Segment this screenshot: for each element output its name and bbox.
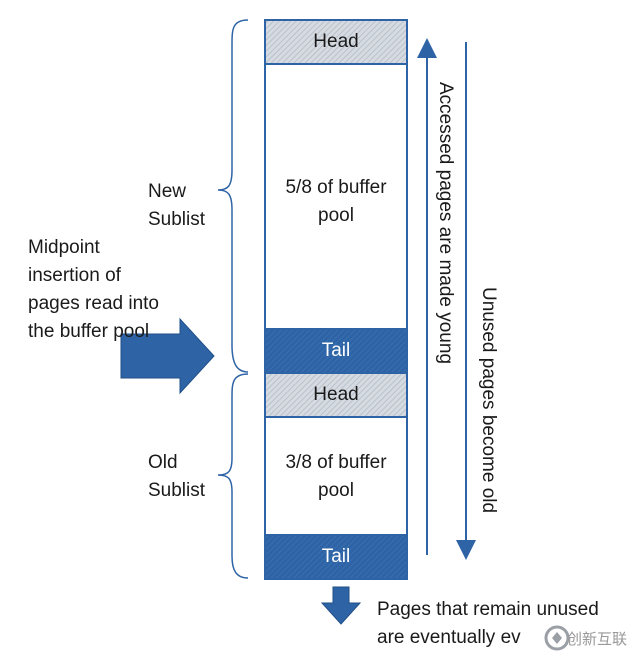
old-sublist-label: Old Sublist [148,452,206,501]
new-tail-label: Tail [321,340,351,361]
watermark-text: 创新互联 [567,631,628,648]
new-head-label: Head [313,31,359,52]
evicted-label-line2: are eventually ev [377,627,521,648]
old-tail-box [264,534,408,580]
old-sublist-brace [217,373,249,579]
accessed-pages-label: Accessed pages are made young [435,82,456,365]
old-head-label: Head [313,384,359,405]
unused-pages-label: Unused pages become old [478,287,499,514]
new-body-label: 5/8 of buffer pool [285,177,387,226]
brand-logo-icon [543,618,633,658]
new-head-box [264,19,408,65]
midpoint-insertion-arrow [120,317,215,395]
eviction-arrow [320,586,362,625]
old-head-box [264,372,408,418]
midpoint-label: Midpoint insertion of pages read into th… [28,237,159,342]
old-tail-label: Tail [321,546,351,567]
new-sublist-label: New Sublist [148,181,206,230]
evicted-label-line1: Pages that remain unused [377,599,599,620]
old-body-label: 3/8 of buffer pool [285,452,387,501]
new-body-box [264,63,408,330]
new-sublist-brace [217,19,249,373]
